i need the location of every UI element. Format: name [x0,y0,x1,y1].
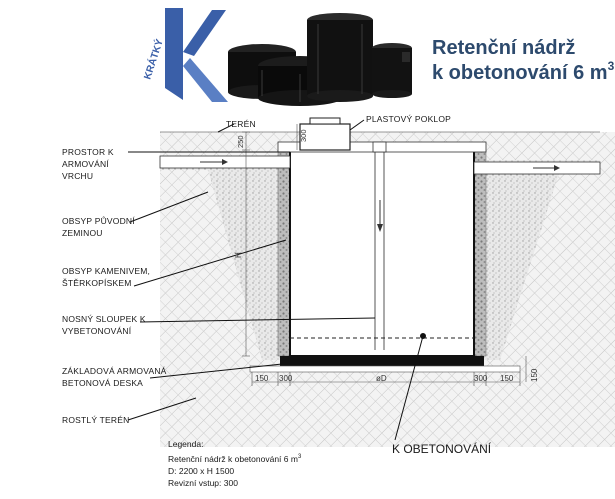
label-nosny-sloupek-1: NOSNÝ SLOUPEK K [62,314,146,324]
dim-150-left: 150 [255,374,269,383]
legend-line-2: D: 2200 x H 1500 [168,465,235,476]
foundation-base [249,365,521,373]
label-obsyp-kamenivem-2: ŠTĚRKOPÍSKEM [62,278,132,288]
label-obsyp-puvodni-1: OBSYP PŮVODNÍ [62,216,135,226]
legend-line-1-main: Retenční nádrž k obetonování 6 m [168,453,298,464]
label-obsyp-puvodni-2: ZEMINOU [62,228,103,238]
plastic-lid-cap [309,117,341,125]
gravel-wall-right [473,149,487,357]
label-plastovy-poklop: PLASTOVÝ POKLOP [366,114,452,124]
dimension-lines [242,124,527,386]
dim-od: øD [376,374,387,383]
dim-150-vert: 150 [530,368,539,382]
page-title: Retenční nádrž k obetonování 6 m3 [432,36,614,86]
foundation-slab [280,356,484,366]
dim-300-right: 300 [474,374,488,383]
label-k-obetonovani: K OBETONOVÁNÍ [392,442,492,456]
tank-section [277,141,487,357]
logo-text: KRÁTKÝ [140,37,165,81]
label-teren: TERÉN [226,119,256,129]
dim-250: 250 [236,135,245,148]
gravel-wall-left [277,149,291,357]
title-line-2: k obetonování 6 m3 [432,59,615,86]
label-obsyp-kamenivem-1: OBSYP KAMENIVEM, [62,266,151,276]
label-prostor-3: VRCHU [62,171,94,181]
dim-150-right: 150 [500,374,514,383]
dim-300-top: 300 [299,129,308,142]
label-prostor-2: ARMOVÁNÍ [62,159,109,169]
brand-logo: KRÁTKÝ [140,8,228,102]
dim-h: H [234,252,243,258]
legend-line-3: Revizní vstup: 300 [168,478,238,489]
leader-lines [127,119,424,441]
legend-heading: Legenda: [168,439,204,449]
legend-line-1-sup: 3 [297,453,302,460]
label-obsyp-kamenivem: OBSYP KAMENIVEM, ŠTĚRKOPÍSKEM [62,265,150,289]
dim-300-left: 300 [279,374,293,383]
tank-photo [228,13,412,106]
outlet-pipe [473,161,601,175]
title-line-2-main: k obetonování 6 m [432,62,608,84]
inlet-pipe [159,155,291,169]
label-nosny-sloupek-2: VYBETONOVÁNÍ [62,326,132,336]
label-zakladova-deska-2: BETONOVÁ DESKA [62,378,144,388]
label-prostor-1: PROSTOR K [62,147,114,157]
label-obsyp-puvodni: OBSYP PŮVODNÍ ZEMINOU [62,215,135,239]
title-line-2-sup: 3 [607,59,615,73]
legend: Legenda: Retenční nádrž k obetonování 6 … [168,438,301,490]
title-line-1: Retenční nádrž [432,37,576,59]
label-zakladova-deska-1: ZÁKLADOVÁ ARMOVANÁ [62,366,167,376]
label-prostor: PROSTOR K ARMOVÁNÍ VRCHU [62,146,114,182]
plastic-lid [299,123,351,151]
legend-line-1: Retenční nádrž k obetonování 6 m3 [168,451,301,465]
label-zakladova-deska: ZÁKLADOVÁ ARMOVANÁ BETONOVÁ DESKA [62,365,167,389]
label-rostly-teren: ROSTLÝ TERÉN [62,415,130,425]
label-nosny-sloupek: NOSNÝ SLOUPEK K VYBETONOVÁNÍ [62,313,146,337]
